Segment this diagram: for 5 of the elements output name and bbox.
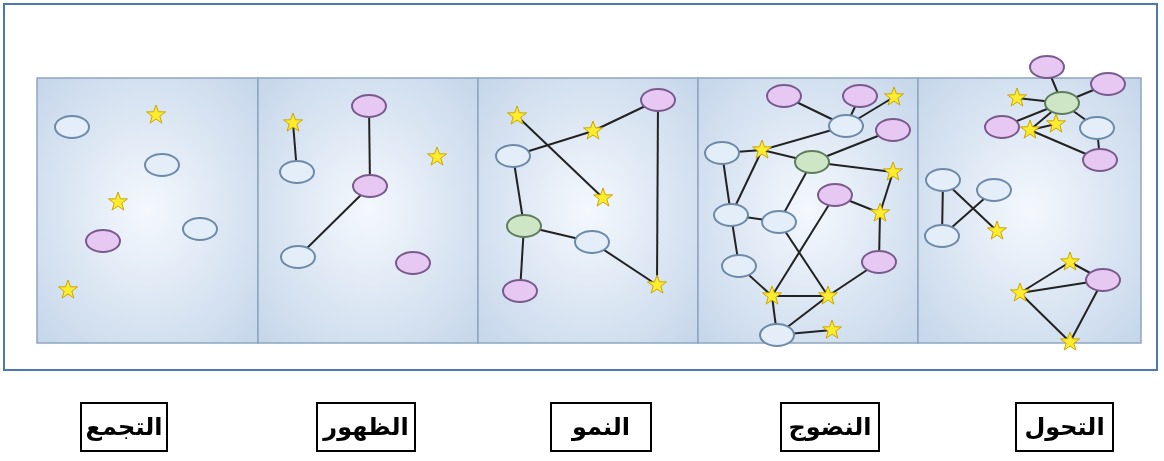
stage-label: التحول bbox=[1015, 402, 1114, 452]
stage-label: النمو bbox=[550, 402, 652, 452]
stage-label: الظهور bbox=[316, 402, 416, 452]
stage-label: النضوج bbox=[780, 402, 880, 452]
stage-label: التجمع bbox=[80, 402, 168, 452]
